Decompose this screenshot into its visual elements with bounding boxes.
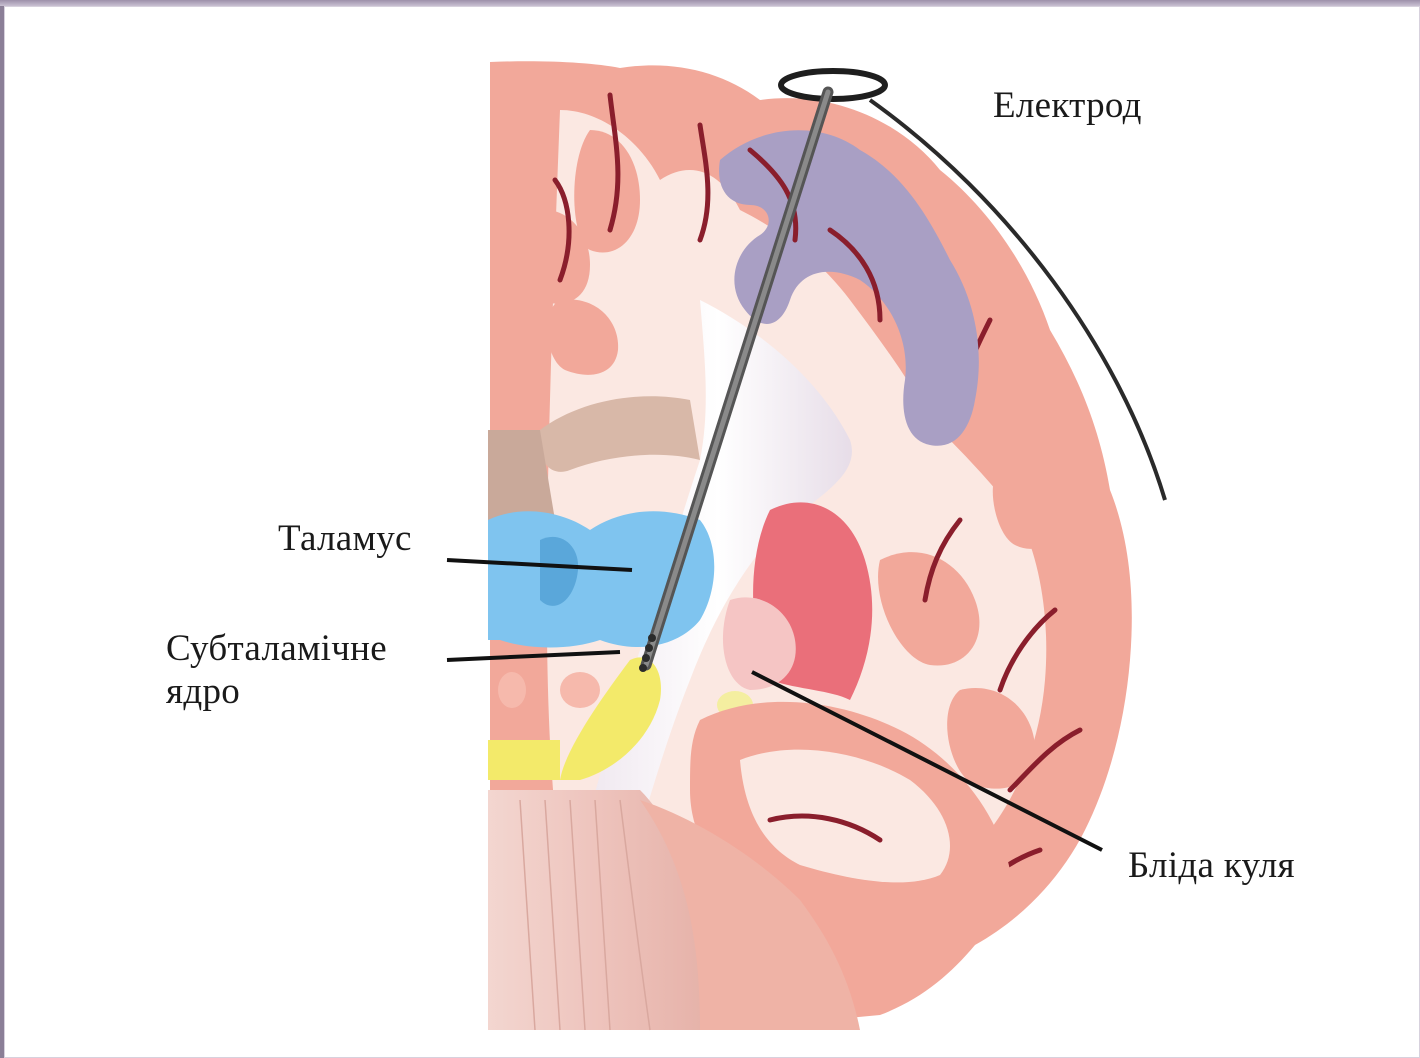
electrode-ring [781, 71, 885, 99]
label-thalamus: Таламус [278, 518, 412, 561]
label-subthalamic-line1: Субталамічне [166, 628, 387, 671]
label-globus-pallidus: Бліда куля [1128, 845, 1295, 888]
thalamus [488, 511, 714, 647]
label-subthalamic-nucleus: Субталамічне ядро [166, 628, 387, 713]
label-electrode: Електрод [993, 85, 1142, 128]
label-subthalamic-line2: ядро [166, 671, 387, 714]
